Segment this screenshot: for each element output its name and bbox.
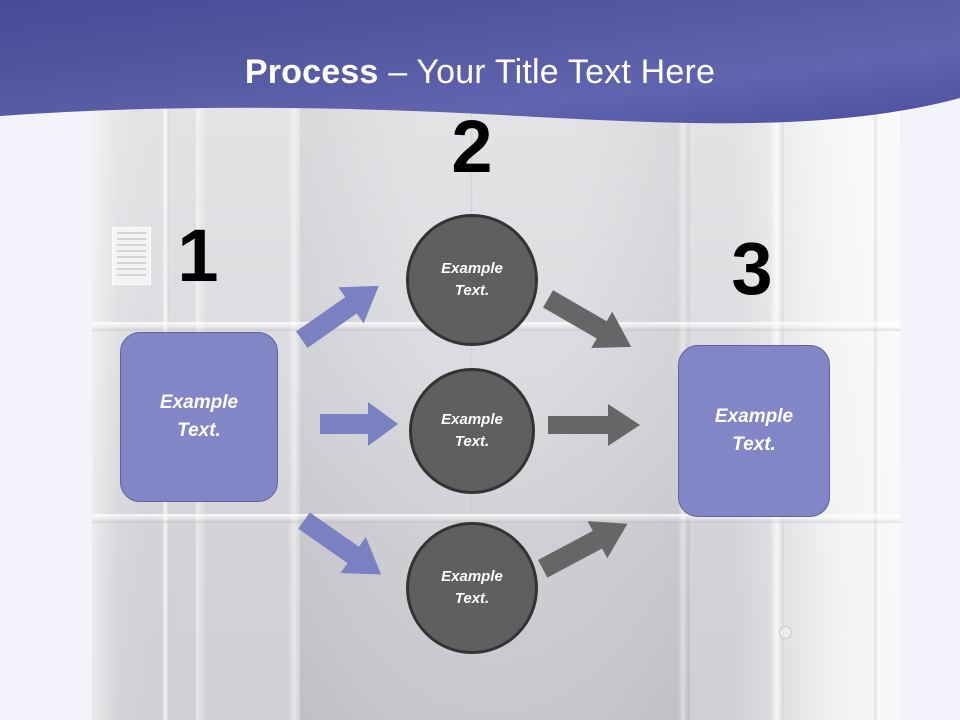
process-circle-bottom-label: Example Text. xyxy=(441,568,503,607)
page-title-strong: Process xyxy=(244,53,379,91)
step-number-1: 1 xyxy=(177,214,219,297)
process-box-left[interactable]: Example Text. xyxy=(120,332,278,502)
process-box-right[interactable]: Example Text. xyxy=(678,345,830,517)
process-circle-top[interactable]: Example Text. xyxy=(406,214,538,346)
step-number-3: 3 xyxy=(731,227,773,310)
arrow-right-purple-icon xyxy=(320,402,398,446)
process-circle-middle[interactable]: Example Text. xyxy=(409,368,535,494)
process-circle-top-label: Example Text. xyxy=(441,260,503,299)
process-box-left-label: Example Text. xyxy=(159,392,239,441)
arrow-up-right-purple-icon xyxy=(296,272,400,352)
page-title: Process – Your Title Text Here xyxy=(0,50,960,94)
arrow-right-gray-icon xyxy=(548,403,640,447)
arrow-up-right-gray-icon xyxy=(538,508,652,588)
arrow-down-right-purple-icon xyxy=(298,508,403,588)
process-box-right-label: Example Text. xyxy=(714,406,794,455)
process-circle-bottom[interactable]: Example Text. xyxy=(406,522,538,654)
arrow-down-right-gray-icon xyxy=(543,286,658,366)
step-number-2: 2 xyxy=(451,105,493,188)
process-circle-middle-label: Example Text. xyxy=(441,411,503,450)
title-banner xyxy=(0,0,960,140)
page-title-rest: – Your Title Text Here xyxy=(378,53,716,91)
